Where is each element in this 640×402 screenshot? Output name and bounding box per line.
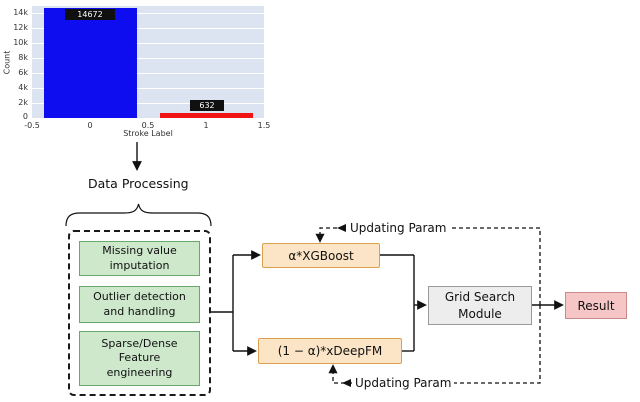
y-axis-tick: 2k (18, 98, 28, 107)
x-axis-tick: -0.5 (24, 121, 40, 130)
gridline (32, 43, 264, 44)
step-outlier-detection: Outlier detection and handling (79, 286, 200, 323)
gridline (32, 58, 264, 59)
feedback-top-arrowhead (337, 224, 346, 232)
bar-value-label: 632 (190, 100, 224, 111)
gridline (32, 88, 264, 89)
gridline (32, 73, 264, 74)
bar-value-label: 14672 (65, 9, 115, 20)
y-axis-tick: 10k (13, 38, 28, 47)
x-axis-tick: 0.5 (141, 121, 155, 130)
xgboost-node: α*XGBoost (262, 243, 380, 268)
step-missing-value-imputation: Missing value imputation (79, 241, 200, 276)
y-axis-tick: 8k (18, 53, 28, 62)
x-axis-label: Stroke Label (123, 129, 173, 138)
y-axis-label: Count (2, 50, 12, 75)
gridline (32, 13, 264, 14)
processing-steps-container (68, 230, 211, 396)
chart-plot-area: 14672 632 (32, 6, 264, 118)
result-node: Result (565, 292, 627, 319)
x-axis-tick: 1 (203, 121, 209, 130)
data-processing-label: Data Processing (88, 176, 189, 191)
updating-param-label-top: Updating Param (347, 221, 450, 235)
grid-search-module-node: Grid Search Module (428, 286, 532, 325)
updating-param-label-bottom: Updating Param (352, 376, 455, 390)
y-axis-tick: 4k (18, 83, 28, 92)
y-axis-tick: 14k (13, 8, 28, 17)
y-axis-tick: 12k (13, 23, 28, 32)
bar-no-stroke (44, 8, 137, 118)
gridline (32, 28, 264, 29)
gridline (32, 103, 264, 104)
x-axis-tick: 0 (87, 121, 93, 130)
bar-stroke (160, 113, 253, 118)
y-axis-tick: 6k (18, 68, 28, 77)
xdeepfm-node: (1 − α)*xDeepFM (258, 338, 402, 364)
feedback-bottom-arrowhead (342, 379, 351, 387)
x-axis-tick: 1.5 (257, 121, 271, 130)
step-feature-engineering: Sparse/Dense Feature engineering (79, 331, 200, 386)
curly-brace (65, 203, 212, 227)
y-axis-tick: 0 (22, 112, 28, 121)
stroke-count-bar-chart: 14672 632 14k 12k 10k 8k 6k 4k 2k 0 -0.5… (2, 2, 271, 140)
